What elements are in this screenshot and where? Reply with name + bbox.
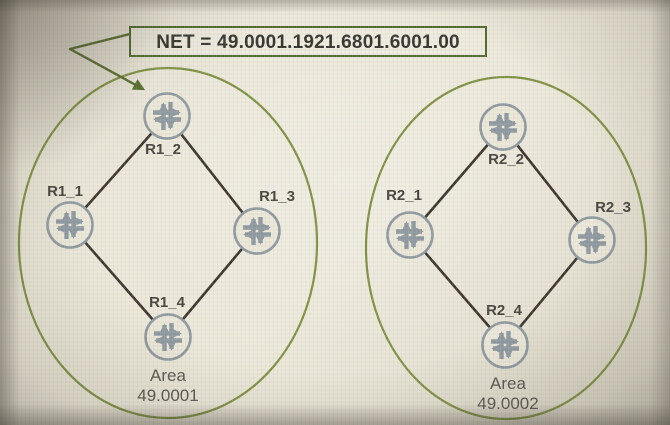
link-r2_2-r2_3: [501, 126, 594, 241]
router-icon-r1_4: [146, 315, 191, 360]
router-label-r1_2: R1_2: [145, 141, 181, 158]
area-1-caption-id: 49.0001: [137, 386, 198, 405]
link-r2_4-r2_1: [409, 234, 506, 346]
router-label-r2_1: R2_1: [386, 187, 422, 204]
area-49.0002-boundary-ellipse: [364, 75, 648, 421]
router-icon-r1_1: [48, 203, 93, 248]
router-icon-r1_2: [145, 94, 190, 139]
net-label-box: [129, 26, 487, 57]
link-r1_1-r1_2: [69, 115, 168, 226]
router-label-r1_1: R1_1: [47, 183, 83, 200]
router-label-r2_4: R2_4: [486, 302, 523, 319]
router-icon-r2_4: [483, 323, 528, 368]
router-label-r1_3: R1_3: [259, 188, 295, 205]
area-49.0001-boundary-ellipse: [17, 66, 319, 420]
router-label-r2_3: R2_3: [595, 199, 631, 216]
router-icon-r1_3: [235, 209, 280, 254]
router-icon-r2_1: [388, 213, 433, 258]
net-pointer-arrow: [68, 32, 146, 91]
area-2-caption-id: 49.0002: [477, 394, 538, 413]
link-r1_2-r1_3: [165, 115, 259, 232]
net-label-text: NET = 49.0001.1921.6801.6001.00: [156, 32, 460, 53]
router-icon-r2_2: [481, 105, 526, 150]
area-1-caption-word: Area: [150, 366, 186, 385]
router-icon-r2_3: [570, 218, 615, 263]
link-r1_4-r1_1: [69, 224, 169, 338]
router-label-r1_4: R1_4: [149, 294, 186, 311]
area-2-caption-word: Area: [490, 374, 526, 393]
router-label-r2_2: R2_2: [488, 151, 524, 168]
